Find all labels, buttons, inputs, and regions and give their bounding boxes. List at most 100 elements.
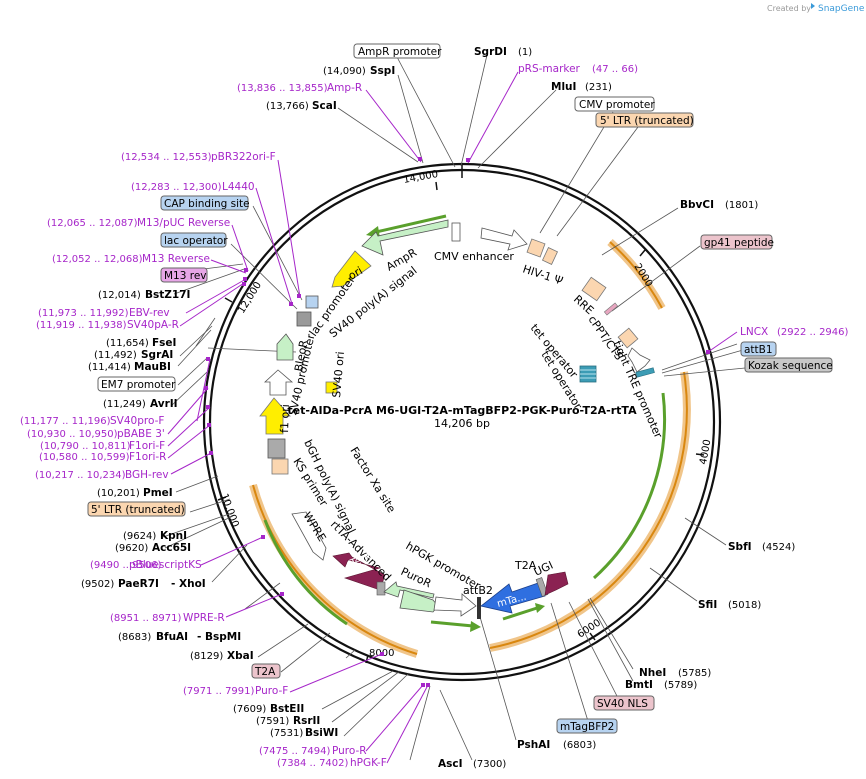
enz-sgrdi: SgrDI [474,46,507,58]
bottom-orange-arc-inner [252,484,418,655]
box-lac-operator: lac operator [164,235,228,247]
tick-2000: 2000 [631,262,654,289]
enz-sfii-pos: (5018) [728,600,761,611]
enz-avrii: AvrII [150,398,178,410]
enz-xbai-pos: (8129) [190,651,223,662]
primer-purof: Puro-F [255,685,288,697]
primer-m13r: M13 Reverse [142,253,210,265]
primer-m13r-pos: (12,052 .. 12,068) [52,254,143,265]
outer-feature-arcs [249,239,691,658]
enz-bsiwi: BsiWI [305,727,338,739]
snapgene-logo: SnapGene [811,3,865,14]
enz-sbfi-pos: (4524) [762,542,795,553]
enz-sgrdi-pos: (1) [518,47,532,58]
wpre-arrow [291,511,327,561]
enz-bstz17i-pos: (12,014) [98,290,141,301]
enz-xbai: XbaI [227,650,254,662]
enz-bsteii: BstEII [270,703,304,715]
enz-maubi-pos: (11,414) [88,362,131,373]
box-m13rev: M13 rev [164,270,207,282]
enz-bsteii-pos: (7609) [233,704,266,715]
primer-puror-pos: (7475 .. 7494) [259,746,331,757]
enz-mlui: MluI [551,81,576,93]
primer-sv40pro-pos: (11,177 .. 11,196) [20,416,111,427]
enz-bbvci: BbvCI [680,199,714,211]
primer-f1orif-pos: (10,790 .. 10,811) [40,441,131,452]
primer-marks [204,157,710,687]
sv40-ori-label: SV40 ori [330,351,347,398]
box-attb1: attB1 [744,344,773,356]
enz-bstz17i: BstZ17I [145,289,190,301]
t2a-label: T2A [514,559,537,572]
f1-ori-arrow [259,397,291,435]
enz-kpni-pos: (9624) [123,531,156,542]
f1-ori-label: f1 ori [278,404,292,433]
primer-m13puc: M13/pUC Reverse [137,217,230,229]
box-mtagbfp2: mTagBFP2 [560,721,614,733]
hpgk-arrow [433,593,477,617]
plasmid-size: 14,206 bp [434,417,490,430]
primer-ebv: EBV-rev [129,307,170,319]
ori-label: ori [346,264,365,282]
snapgene-brand: SnapGene [818,4,865,14]
cmv-arrow [480,227,528,251]
enz-scai-pos: (13,766) [266,101,309,112]
enz-nhei-pos: (5785) [678,668,711,679]
enz-pshai-pos: (6803) [563,740,596,751]
ampr-green-arrow [375,214,447,234]
ugi-arrow [544,571,569,596]
primer-f1orif: F1ori-F [129,440,165,452]
factor-xa-label: Factor Xa site [347,445,398,516]
primer-prs-pos: (47 .. 66) [592,64,638,75]
tick-14000: 14,000 [403,169,439,186]
box-sv40-nls: SV40 NLS [597,698,648,710]
enz-avrii-pos: (11,249) [103,399,146,410]
rtetr-arrow [332,552,386,591]
primer-sv40par: SV40pA-R [127,319,179,331]
enz-bmti-pos: (5789) [664,680,697,691]
primer-ampr-pos: (13,836 .. 13,855) [237,83,328,94]
enz-xhoi: - XhoI [171,578,206,590]
enz-scai: ScaI [312,100,337,112]
box-ltr-top: 5' LTR (truncated) [600,115,694,127]
ori-arrow [331,250,372,288]
plasmid-name: tet-AIDa-PcrA M6-UGI-T2A-mTagBFP2-PGK-Pu… [287,404,637,417]
enz-pmei: PmeI [143,487,173,499]
primer-bghrev-pos: (10,217 .. 10,234) [35,470,126,481]
enz-sspi: SspI [370,65,395,77]
ltr-arc-top-inner [609,241,663,309]
box-t2a: T2A [254,666,276,678]
enz-asci: AscI [438,758,463,770]
enz-sbfi: SbfI [728,541,752,553]
primer-sv40par-pos: (11,919 .. 11,938) [36,320,127,331]
tre-arrow [627,347,651,373]
boxed-labels: AmpR promoter CMV promoter 5' LTR (trunc… [87,43,833,734]
enz-maubi: MauBI [134,361,171,373]
primer-pbks-pos: (9490 .. 9506) [90,560,162,571]
enz-pmei-pos: (10,201) [97,488,140,499]
enz-sspi-pos: (14,090) [323,66,366,77]
bleor-label: BleoR [292,339,310,373]
primer-ampr: Amp-R [327,82,362,94]
inner-features [259,214,655,632]
tick-10000: 10,000 [218,492,240,529]
enz-asci-pos: (7300) [473,759,506,770]
primer-labels: pRS-marker (47 .. 66) (13,836 .. 13,855)… [20,63,849,769]
enz-sgrai-pos: (11,492) [94,350,137,361]
ampr-arrow [361,219,449,256]
primer-pbabe: pBABE 3' [117,428,165,440]
box-cmv-promoter: CMV promoter [579,99,655,111]
enz-kpni: KpnI [160,530,187,542]
primer-ebv-pos: (11,973 .. 11,992) [38,308,129,319]
primer-hpgkf-pos: (7384 .. 7402) [277,758,349,769]
bleor-arrow [276,333,294,361]
enz-sgrai: SgrAI [141,349,173,361]
box-gp41: gp41 peptide [704,237,774,249]
sv40-promoter-arrow [263,369,294,396]
green-arc-left [263,519,348,626]
primer-hpgkf: hPGK-F [350,757,387,769]
ltr-arc-top [607,239,666,310]
primer-lines [167,71,738,764]
primer-prs: pRS-marker [518,63,581,75]
